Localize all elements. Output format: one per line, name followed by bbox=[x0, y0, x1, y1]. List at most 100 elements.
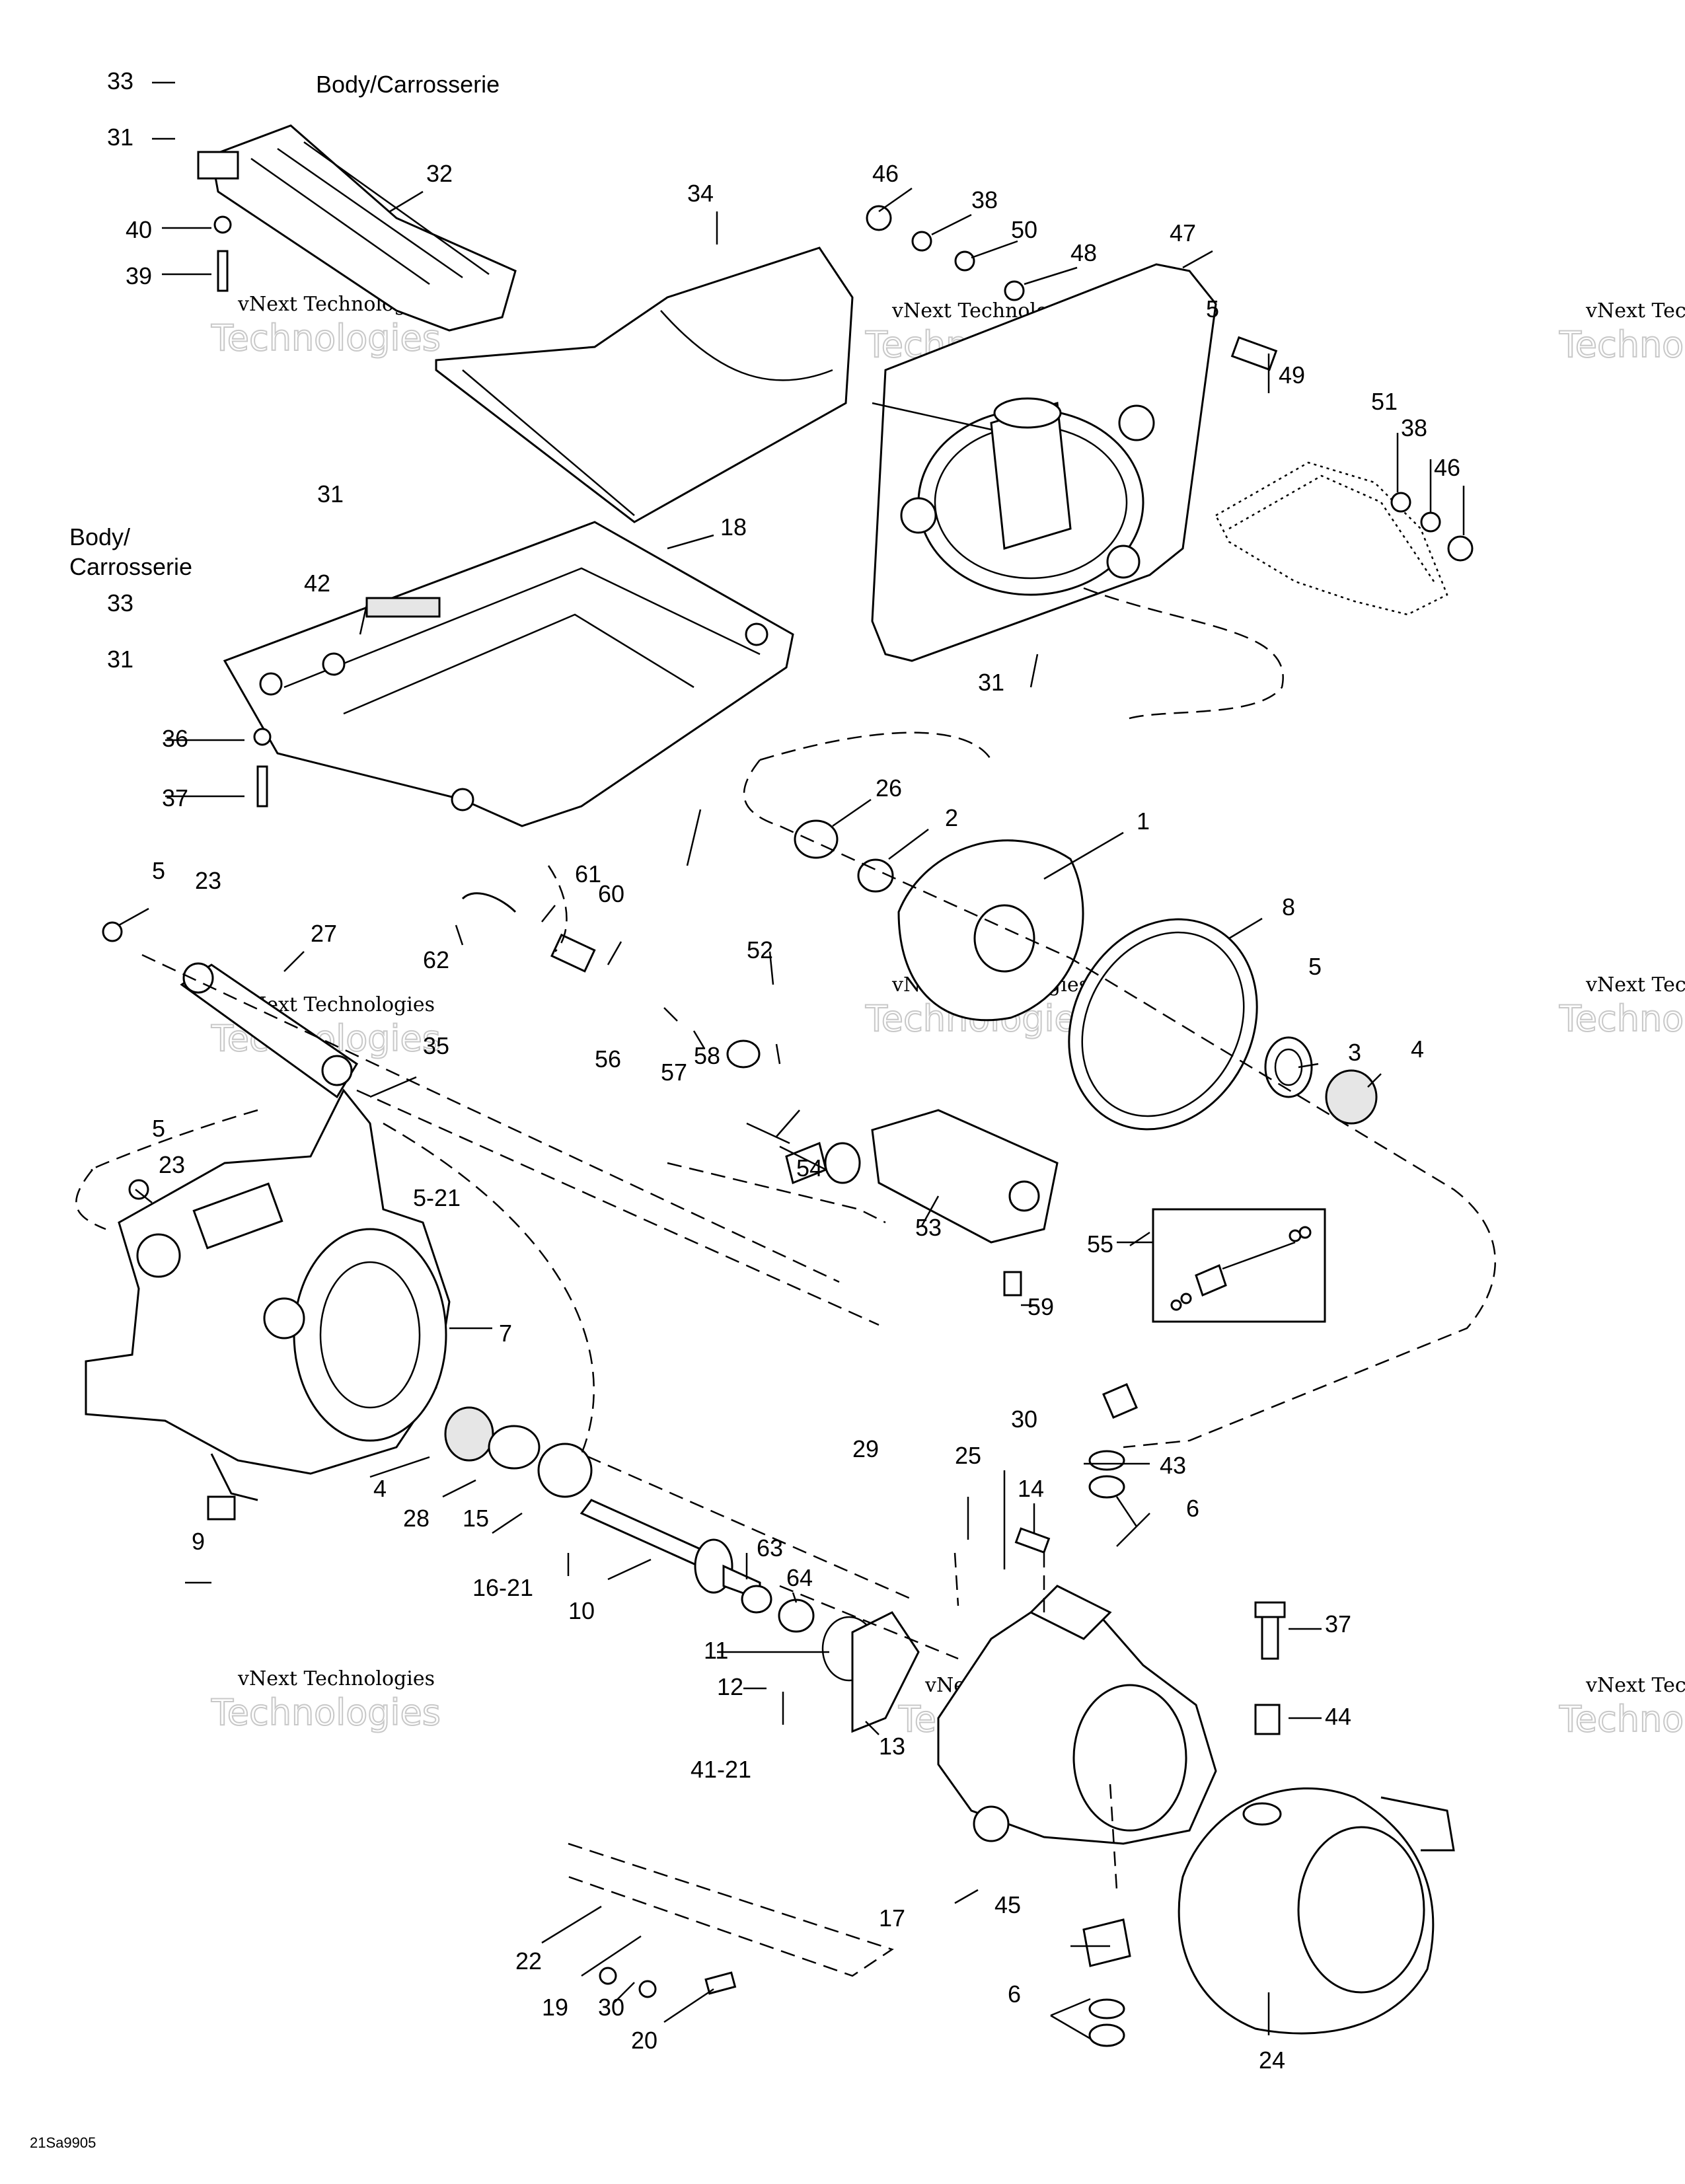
callout-label: 43 bbox=[1160, 1452, 1186, 1479]
hull-outline bbox=[1215, 461, 1448, 616]
callout-label: 6 bbox=[1008, 1980, 1021, 2008]
part-13-cone bbox=[741, 1585, 920, 1733]
callout-label: 28 bbox=[403, 1505, 430, 1532]
watermark-text: Technologies bbox=[211, 317, 441, 359]
callout-labels: Body/Carrosserie Body/ Carrosserie 21Sa9… bbox=[30, 67, 1460, 2151]
callout-label: 51 bbox=[1371, 388, 1398, 415]
part-24-nozzle bbox=[1178, 1787, 1455, 2035]
part-32-support bbox=[197, 124, 517, 332]
callout-label: 41-21 bbox=[691, 1756, 751, 1783]
callout-label: 27 bbox=[311, 920, 337, 947]
callout-label: 4 bbox=[373, 1475, 387, 1502]
callout-label: 47 bbox=[1170, 219, 1196, 246]
callout-label: 1 bbox=[1137, 808, 1150, 835]
callout-label: 11 bbox=[704, 1637, 728, 1664]
callout-label: 39 bbox=[126, 262, 152, 289]
part-1-impeller bbox=[897, 839, 1084, 1022]
watermark-text: Technologies bbox=[1559, 324, 1685, 365]
part-outlines bbox=[75, 124, 1497, 2047]
callout-label: 59 bbox=[1028, 1293, 1054, 1320]
callout-label: 4 bbox=[1411, 1036, 1424, 1063]
part-8-wear-ring bbox=[1068, 918, 1258, 1131]
small-rings bbox=[444, 819, 1378, 1498]
callout-label: 38 bbox=[1401, 414, 1427, 441]
callout-label: 8 bbox=[1282, 893, 1295, 921]
callout-label: 36 bbox=[162, 725, 188, 752]
callout-label: 3 bbox=[1348, 1039, 1361, 1066]
callout-label: 12 bbox=[717, 1673, 743, 1700]
callout-label: 2 bbox=[945, 804, 958, 831]
callout-label: 29 bbox=[852, 1435, 879, 1462]
callout-label: 52 bbox=[747, 936, 773, 963]
watermark-text: vNext Technologies bbox=[1585, 973, 1685, 997]
watermark-text: vNext Technologies bbox=[1585, 1674, 1685, 1697]
assembly-lines bbox=[75, 587, 1497, 1977]
callout-label: 44 bbox=[1325, 1703, 1351, 1730]
callout-label: 20 bbox=[631, 2027, 657, 2054]
callout-label: 40 bbox=[126, 216, 152, 243]
callout-label: 6 bbox=[1186, 1495, 1199, 1522]
callout-label: 57 bbox=[661, 1059, 687, 1086]
watermark-text: Technologies bbox=[1559, 1698, 1685, 1740]
body-label-mid-line2: Carrosserie bbox=[69, 553, 192, 580]
callout-label: 58 bbox=[694, 1042, 720, 1069]
fasteners bbox=[102, 205, 1474, 2047]
callout-label: 46 bbox=[1434, 454, 1460, 481]
callout-label: 61 bbox=[575, 860, 601, 887]
callout-label: 54 bbox=[796, 1154, 823, 1182]
callout-label: 63 bbox=[757, 1534, 783, 1562]
callout-label: 30 bbox=[598, 1994, 624, 2021]
part-10-shaft bbox=[580, 1499, 761, 1601]
part-9-plug bbox=[207, 1495, 236, 1521]
callout-label: 48 bbox=[1070, 239, 1097, 266]
callout-label: 31 bbox=[107, 124, 133, 151]
callout-label: 37 bbox=[162, 784, 188, 811]
callout-label: 16-21 bbox=[472, 1574, 533, 1601]
callout-label: 25 bbox=[955, 1442, 981, 1469]
callout-label: 64 bbox=[786, 1564, 813, 1591]
callout-label: 46 bbox=[872, 160, 899, 187]
callout-label: 33 bbox=[107, 589, 133, 617]
callout-label: 33 bbox=[107, 67, 133, 94]
callout-label: 38 bbox=[971, 186, 998, 213]
watermark-text: Technologies bbox=[1559, 998, 1685, 1039]
callout-label: 34 bbox=[687, 180, 714, 207]
callout-label: 26 bbox=[876, 774, 902, 802]
callout-label: 19 bbox=[542, 1994, 568, 2021]
callout-label: 13 bbox=[879, 1733, 905, 1760]
callout-label: 55 bbox=[1087, 1230, 1113, 1258]
drawing-code: 21Sa9905 bbox=[30, 2134, 96, 2151]
steering-parts bbox=[550, 933, 1059, 1244]
body-label-mid-line1: Body/ bbox=[69, 523, 130, 550]
callout-label: 62 bbox=[423, 946, 449, 973]
part-17-venturi bbox=[937, 1585, 1217, 1845]
callout-label: 31 bbox=[978, 669, 1004, 696]
part-47-pump-plate bbox=[871, 263, 1217, 662]
callout-label: 5 bbox=[1308, 953, 1322, 980]
callout-label: 60 bbox=[598, 880, 624, 907]
callout-label: 49 bbox=[1279, 361, 1305, 389]
callout-label: 45 bbox=[994, 1891, 1021, 1918]
callout-label: 53 bbox=[915, 1214, 942, 1241]
callout-label: 24 bbox=[1259, 2047, 1285, 2074]
callout-label: 56 bbox=[595, 1045, 621, 1073]
callout-label: 9 bbox=[192, 1528, 205, 1555]
watermark-text: vNext Technologies bbox=[1585, 299, 1685, 322]
callout-label: 31 bbox=[107, 646, 133, 673]
callout-label: 35 bbox=[423, 1032, 449, 1059]
part-18-ride-plate bbox=[223, 521, 794, 827]
callout-label: 23 bbox=[195, 867, 221, 894]
callout-label: 10 bbox=[568, 1597, 595, 1624]
callout-label: 17 bbox=[879, 1904, 905, 1932]
callout-label: 18 bbox=[720, 513, 747, 541]
callout-label: 15 bbox=[463, 1505, 489, 1532]
callout-label: 5 bbox=[1206, 295, 1219, 322]
callout-label: 7 bbox=[499, 1320, 512, 1347]
callout-label: 5-21 bbox=[413, 1184, 461, 1211]
watermark-text: vNext Technologies bbox=[237, 1667, 435, 1690]
part-7-pump-housing bbox=[85, 1088, 451, 1501]
callout-label: 22 bbox=[515, 1947, 542, 1975]
callout-label: 42 bbox=[304, 570, 330, 597]
